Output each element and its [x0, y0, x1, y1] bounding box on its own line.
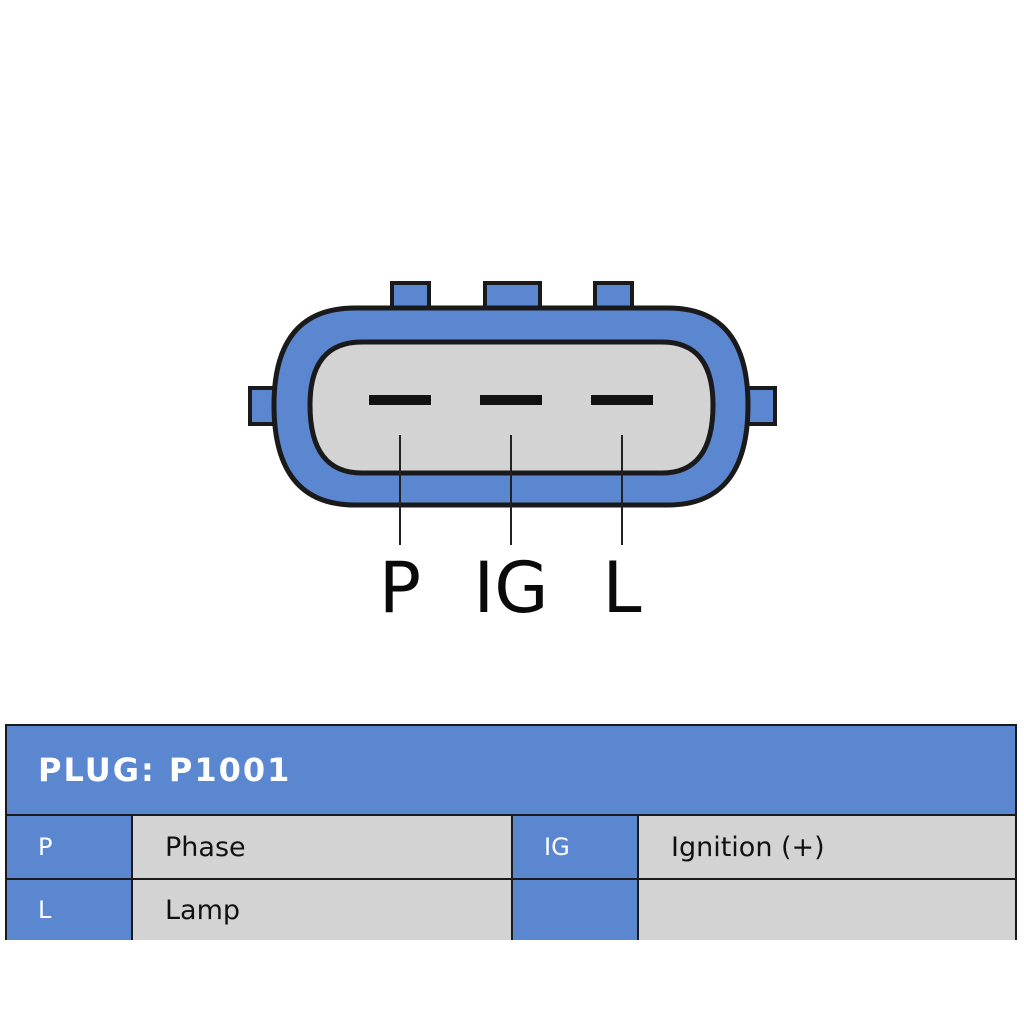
plug-table-header: PLUG: P1001 [7, 726, 1015, 816]
pin-slot-l [591, 395, 653, 405]
pin-code-cell: L [7, 880, 133, 940]
pin-label-ig: IG [473, 547, 549, 629]
pin-label-p: P [378, 547, 422, 629]
pin-description-cell: Phase [133, 816, 513, 878]
plug-title: PLUG: P1001 [38, 751, 292, 789]
pin-description-cell: Ignition (+) [639, 816, 1015, 878]
pin-code-cell: P [7, 816, 133, 878]
pin-label-l: L [602, 547, 642, 629]
plug-table: PLUG: P1001 P Phase IG Ignition (+) L La… [5, 724, 1017, 940]
table-row: P Phase IG Ignition (+) [7, 816, 1015, 878]
pin-description-cell: Lamp [133, 880, 513, 940]
pin-slot-ig [480, 395, 542, 405]
connector-face [307, 339, 716, 476]
table-row: L Lamp [7, 878, 1015, 940]
pin-description-cell [639, 880, 1015, 940]
pin-slot-p [369, 395, 431, 405]
pin-code-cell [513, 880, 639, 940]
connector-drawing [248, 281, 777, 545]
pin-code-cell: IG [513, 816, 639, 878]
